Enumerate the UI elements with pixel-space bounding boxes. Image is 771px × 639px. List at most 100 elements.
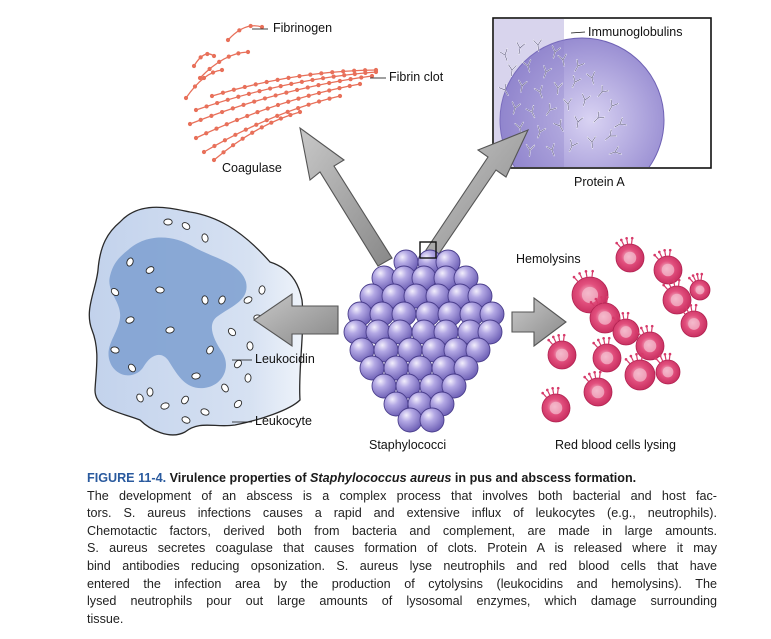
granule bbox=[181, 222, 191, 230]
fibrin-bead bbox=[237, 28, 242, 33]
antibody-icon bbox=[498, 83, 509, 96]
staphylococci-label: Staphylococci bbox=[369, 438, 447, 452]
caption-line: entered the infection area by the produc… bbox=[87, 576, 717, 591]
antibody-icon bbox=[522, 59, 532, 73]
fibrin-bead bbox=[352, 71, 357, 77]
fibrin-bead bbox=[269, 120, 274, 125]
fibrin-bead bbox=[296, 106, 301, 111]
fibrin-bead bbox=[327, 96, 332, 101]
fibrin-bead bbox=[245, 113, 250, 119]
antibody-icon bbox=[574, 115, 584, 129]
leukocidin-label: Leukocidin bbox=[255, 352, 315, 366]
fibrin-bead bbox=[330, 70, 335, 75]
caption-title: FIGURE 11-4. Virulence properties of Sta… bbox=[87, 470, 717, 488]
coagulase-label: Coagulase bbox=[222, 161, 282, 175]
red-blood-cell bbox=[592, 336, 622, 373]
fibrin-bead bbox=[275, 77, 280, 82]
fibrin-bead bbox=[348, 77, 353, 82]
fibrin-bead bbox=[278, 84, 283, 89]
fibrin-bead bbox=[201, 75, 207, 81]
antibody-icon bbox=[498, 48, 508, 62]
fibrin-bead bbox=[264, 79, 269, 85]
red-blood-cell bbox=[612, 311, 640, 346]
fibrin-bead bbox=[219, 67, 225, 73]
fibrin-bead bbox=[308, 72, 313, 77]
fibrin-bead bbox=[204, 131, 209, 136]
fibrin-bead bbox=[220, 109, 225, 115]
leukocyte-label: Leukocyte bbox=[255, 414, 312, 428]
red-blood-cell bbox=[662, 278, 692, 315]
fibrin-bead bbox=[357, 81, 363, 87]
red-blood-cell bbox=[541, 386, 571, 423]
caption-title-species: Staphylococcus aureus bbox=[310, 471, 452, 485]
granule bbox=[218, 295, 226, 305]
red-blood-cell bbox=[654, 352, 681, 385]
fibrinogen-label: Fibrinogen bbox=[273, 21, 333, 35]
antibody-icon bbox=[581, 93, 591, 107]
fibrin-bead bbox=[294, 87, 300, 93]
antibody-icon bbox=[511, 101, 521, 115]
fibrin-bead bbox=[288, 112, 293, 118]
antibody-icon bbox=[553, 119, 564, 132]
immunoglobulins-label: Immunoglobulins bbox=[588, 25, 683, 39]
fibrin-bead bbox=[264, 118, 269, 123]
fibrin-clot-label: Fibrin clot bbox=[389, 70, 444, 84]
granule bbox=[181, 395, 189, 405]
fibrin-bead bbox=[248, 23, 253, 29]
figure-caption: FIGURE 11-4. Virulence properties of Sta… bbox=[87, 470, 717, 628]
fibrin-bead bbox=[209, 113, 214, 118]
red-blood-cell bbox=[680, 303, 708, 338]
antibody-icon bbox=[532, 39, 543, 52]
fibrin-bead bbox=[359, 75, 364, 80]
fibrin-bead bbox=[316, 83, 321, 88]
granule bbox=[110, 287, 120, 297]
fibrin-bead bbox=[191, 63, 197, 69]
fibrin-bead bbox=[369, 73, 375, 79]
red-blood-cell bbox=[583, 370, 613, 407]
granule bbox=[201, 233, 209, 243]
fibrin-bead bbox=[214, 126, 219, 131]
antibody-icon bbox=[608, 145, 622, 155]
fibrin-bead bbox=[305, 85, 310, 90]
granule bbox=[200, 408, 210, 416]
granule bbox=[246, 341, 254, 351]
fibrin-bead bbox=[310, 77, 315, 83]
fibrin-bead bbox=[197, 75, 203, 81]
fibrin-bead bbox=[236, 51, 241, 56]
red-blood-cells-lysing-label: Red blood cells lysing bbox=[555, 438, 676, 452]
antibody-icon bbox=[533, 85, 543, 99]
caption-line: tors. S. aureus infections causes a rapi… bbox=[87, 506, 717, 521]
fibrin-bead bbox=[265, 106, 270, 111]
leukocyte-cell bbox=[88, 206, 304, 436]
antibody-icon bbox=[571, 75, 582, 89]
fibrin-bead bbox=[225, 97, 230, 102]
fibrin-bead bbox=[306, 93, 311, 98]
fibrin-bead bbox=[285, 109, 290, 114]
fibrin-bead bbox=[211, 53, 217, 59]
fibrin-strand bbox=[199, 51, 249, 79]
fibrin-bead bbox=[289, 81, 294, 87]
antibody-icon bbox=[608, 99, 619, 112]
caption-body: The development of an abscess is a compl… bbox=[87, 488, 717, 629]
antibody-icon bbox=[525, 105, 536, 119]
protein-a-label: Protein A bbox=[574, 175, 625, 189]
antibody-icon bbox=[518, 79, 528, 93]
granule bbox=[181, 416, 191, 424]
coccus bbox=[397, 407, 423, 433]
red-blood-cell bbox=[624, 352, 656, 391]
granule bbox=[221, 383, 229, 393]
caption-line: bind antibodies reducing opsonization. S… bbox=[87, 558, 717, 573]
fibrin-bead bbox=[193, 135, 199, 141]
fibrin-bead bbox=[201, 149, 207, 155]
fibrin-bead bbox=[226, 54, 231, 59]
antibody-icon bbox=[586, 71, 596, 85]
fibrin-bead bbox=[240, 136, 245, 141]
granule bbox=[233, 359, 243, 369]
fibrin-bead bbox=[319, 71, 324, 76]
fibrin-bead bbox=[297, 109, 303, 115]
fibrin-bead bbox=[296, 96, 301, 101]
fibrin-bead bbox=[231, 143, 236, 148]
fibrin-bead bbox=[275, 102, 281, 108]
granule bbox=[227, 327, 237, 337]
antibody-icon bbox=[562, 98, 573, 111]
